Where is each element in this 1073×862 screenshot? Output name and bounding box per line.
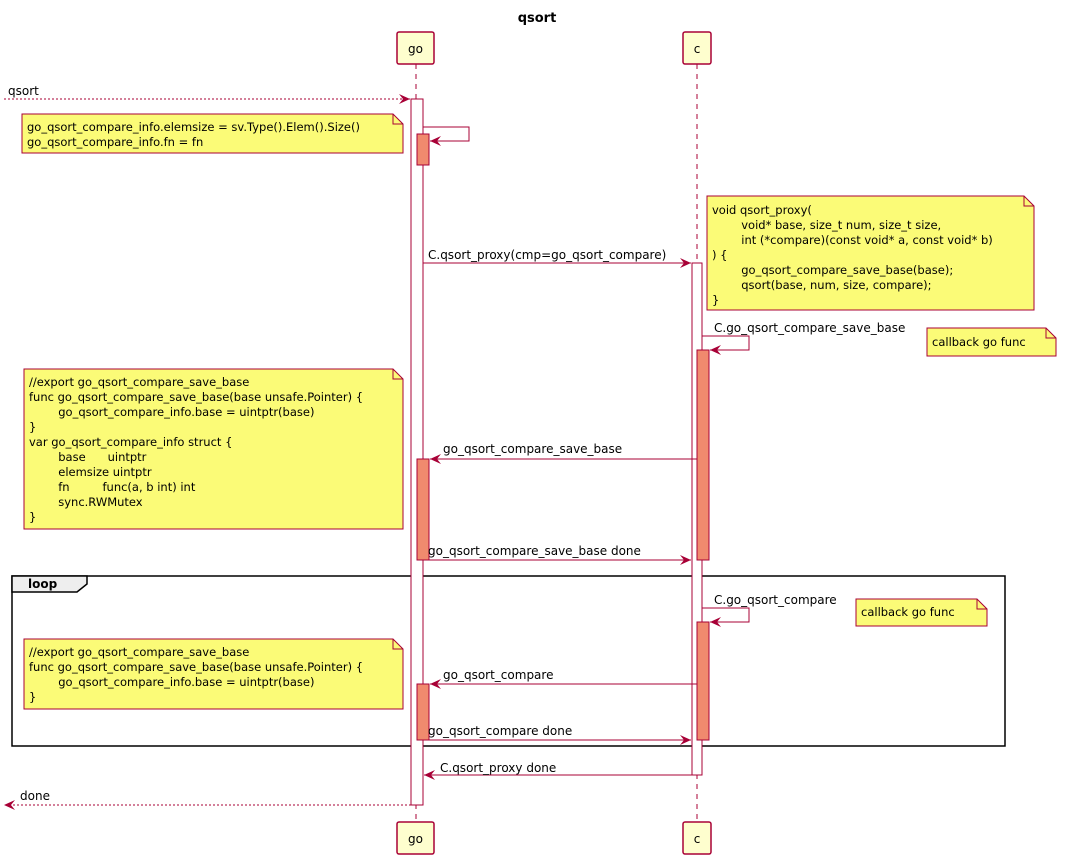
- note-callback-1: callback go func: [926, 327, 1057, 357]
- message-label: C.go_qsort_compare: [714, 593, 837, 607]
- participant-go-bottom: go: [396, 821, 435, 855]
- note-line: func go_qsort_compare_save_base(base uns…: [29, 660, 363, 674]
- message-compare-done: go_qsort_compare done: [428, 724, 691, 745]
- message-proxy-done: C.qsort_proxy done: [424, 761, 692, 780]
- note-line: //export go_qsort_compare_save_base: [29, 375, 249, 389]
- note-line: go_qsort_compare_info.fn = fn: [27, 135, 203, 149]
- message-to-go-compare: go_qsort_compare: [430, 668, 697, 689]
- note-line: go_qsort_compare_info.base = uintptr(bas…: [29, 675, 314, 689]
- note-elemsize: go_qsort_compare_info.elemsize = sv.Type…: [21, 113, 404, 154]
- note-export-struct: //export go_qsort_compare_save_base func…: [23, 368, 404, 530]
- note-line: }: [29, 420, 36, 434]
- participant-c-label: c: [694, 42, 701, 56]
- diagram-title: qsort: [518, 11, 557, 26]
- message-save-base-done: go_qsort_compare_save_base done: [428, 544, 691, 565]
- message-label: C.qsort_proxy(cmp=go_qsort_compare): [428, 248, 666, 262]
- message-self-save-base: C.go_qsort_compare_save_base: [702, 321, 905, 355]
- message-self-go: [423, 126, 470, 146]
- note-line: ) {: [712, 248, 727, 262]
- note-line: go_qsort_compare_save_base(base);: [712, 263, 953, 277]
- activation-c-compare: [696, 621, 710, 741]
- participant-go-label: go: [408, 832, 423, 846]
- note-export: //export go_qsort_compare_save_base func…: [23, 638, 404, 710]
- message-done-out: done: [4, 789, 411, 810]
- note-line: void* base, size_t num, size_t size,: [712, 218, 941, 232]
- message-label: go_qsort_compare: [443, 668, 553, 682]
- participant-c-label: c: [694, 832, 701, 846]
- participant-c-top: c: [682, 31, 712, 65]
- note-line: go_qsort_compare_info.elemsize = sv.Type…: [27, 120, 360, 134]
- loop-label: loop: [28, 577, 58, 591]
- message-label: qsort: [8, 84, 39, 98]
- note-line: var go_qsort_compare_info struct {: [29, 435, 232, 449]
- message-label: go_qsort_compare done: [428, 724, 572, 738]
- participant-go-label: go: [408, 42, 423, 56]
- message-label: go_qsort_compare_save_base: [443, 442, 622, 456]
- note-proxy: void qsort_proxy( void* base, size_t num…: [706, 195, 1035, 311]
- message-label: C.qsort_proxy done: [440, 761, 556, 775]
- note-line: elemsize uintptr: [29, 465, 152, 479]
- note-line: go_qsort_compare_info.base = uintptr(bas…: [29, 405, 314, 419]
- note-line: }: [29, 690, 36, 704]
- activation-go-compare: [416, 683, 430, 741]
- activation-c-save-base: [696, 349, 710, 561]
- note-line: callback go func: [861, 605, 955, 619]
- message-label: C.go_qsort_compare_save_base: [714, 321, 905, 335]
- note-line: sync.RWMutex: [29, 495, 143, 509]
- message-self-compare: C.go_qsort_compare: [702, 593, 837, 627]
- note-line: base uintptr: [29, 450, 147, 464]
- note-line: int (*compare)(const void* a, const void…: [712, 233, 993, 247]
- activation-go-save-base: [416, 458, 430, 561]
- note-line: //export go_qsort_compare_save_base: [29, 645, 249, 659]
- message-qsort-in: qsort: [4, 84, 410, 104]
- activation-go-self: [416, 133, 430, 166]
- note-line: fn func(a, b int) int: [29, 480, 196, 494]
- note-line: callback go func: [932, 335, 1026, 349]
- message-call-proxy: C.qsort_proxy(cmp=go_qsort_compare): [423, 248, 691, 268]
- note-line: qsort(base, num, size, compare);: [712, 278, 932, 292]
- participant-go-top: go: [396, 31, 435, 65]
- message-label: go_qsort_compare_save_base done: [428, 544, 641, 558]
- loop-fragment: loop: [11, 575, 1006, 747]
- note-callback-2: callback go func: [855, 598, 988, 627]
- note-line: func go_qsort_compare_save_base(base uns…: [29, 390, 363, 404]
- message-to-go-save-base: go_qsort_compare_save_base: [430, 442, 697, 464]
- message-label: done: [20, 789, 50, 803]
- note-line: void qsort_proxy(: [712, 203, 812, 217]
- activation-go-main: [410, 98, 424, 806]
- note-line: }: [29, 510, 36, 524]
- participant-c-bottom: c: [682, 821, 712, 855]
- note-line: }: [712, 293, 719, 307]
